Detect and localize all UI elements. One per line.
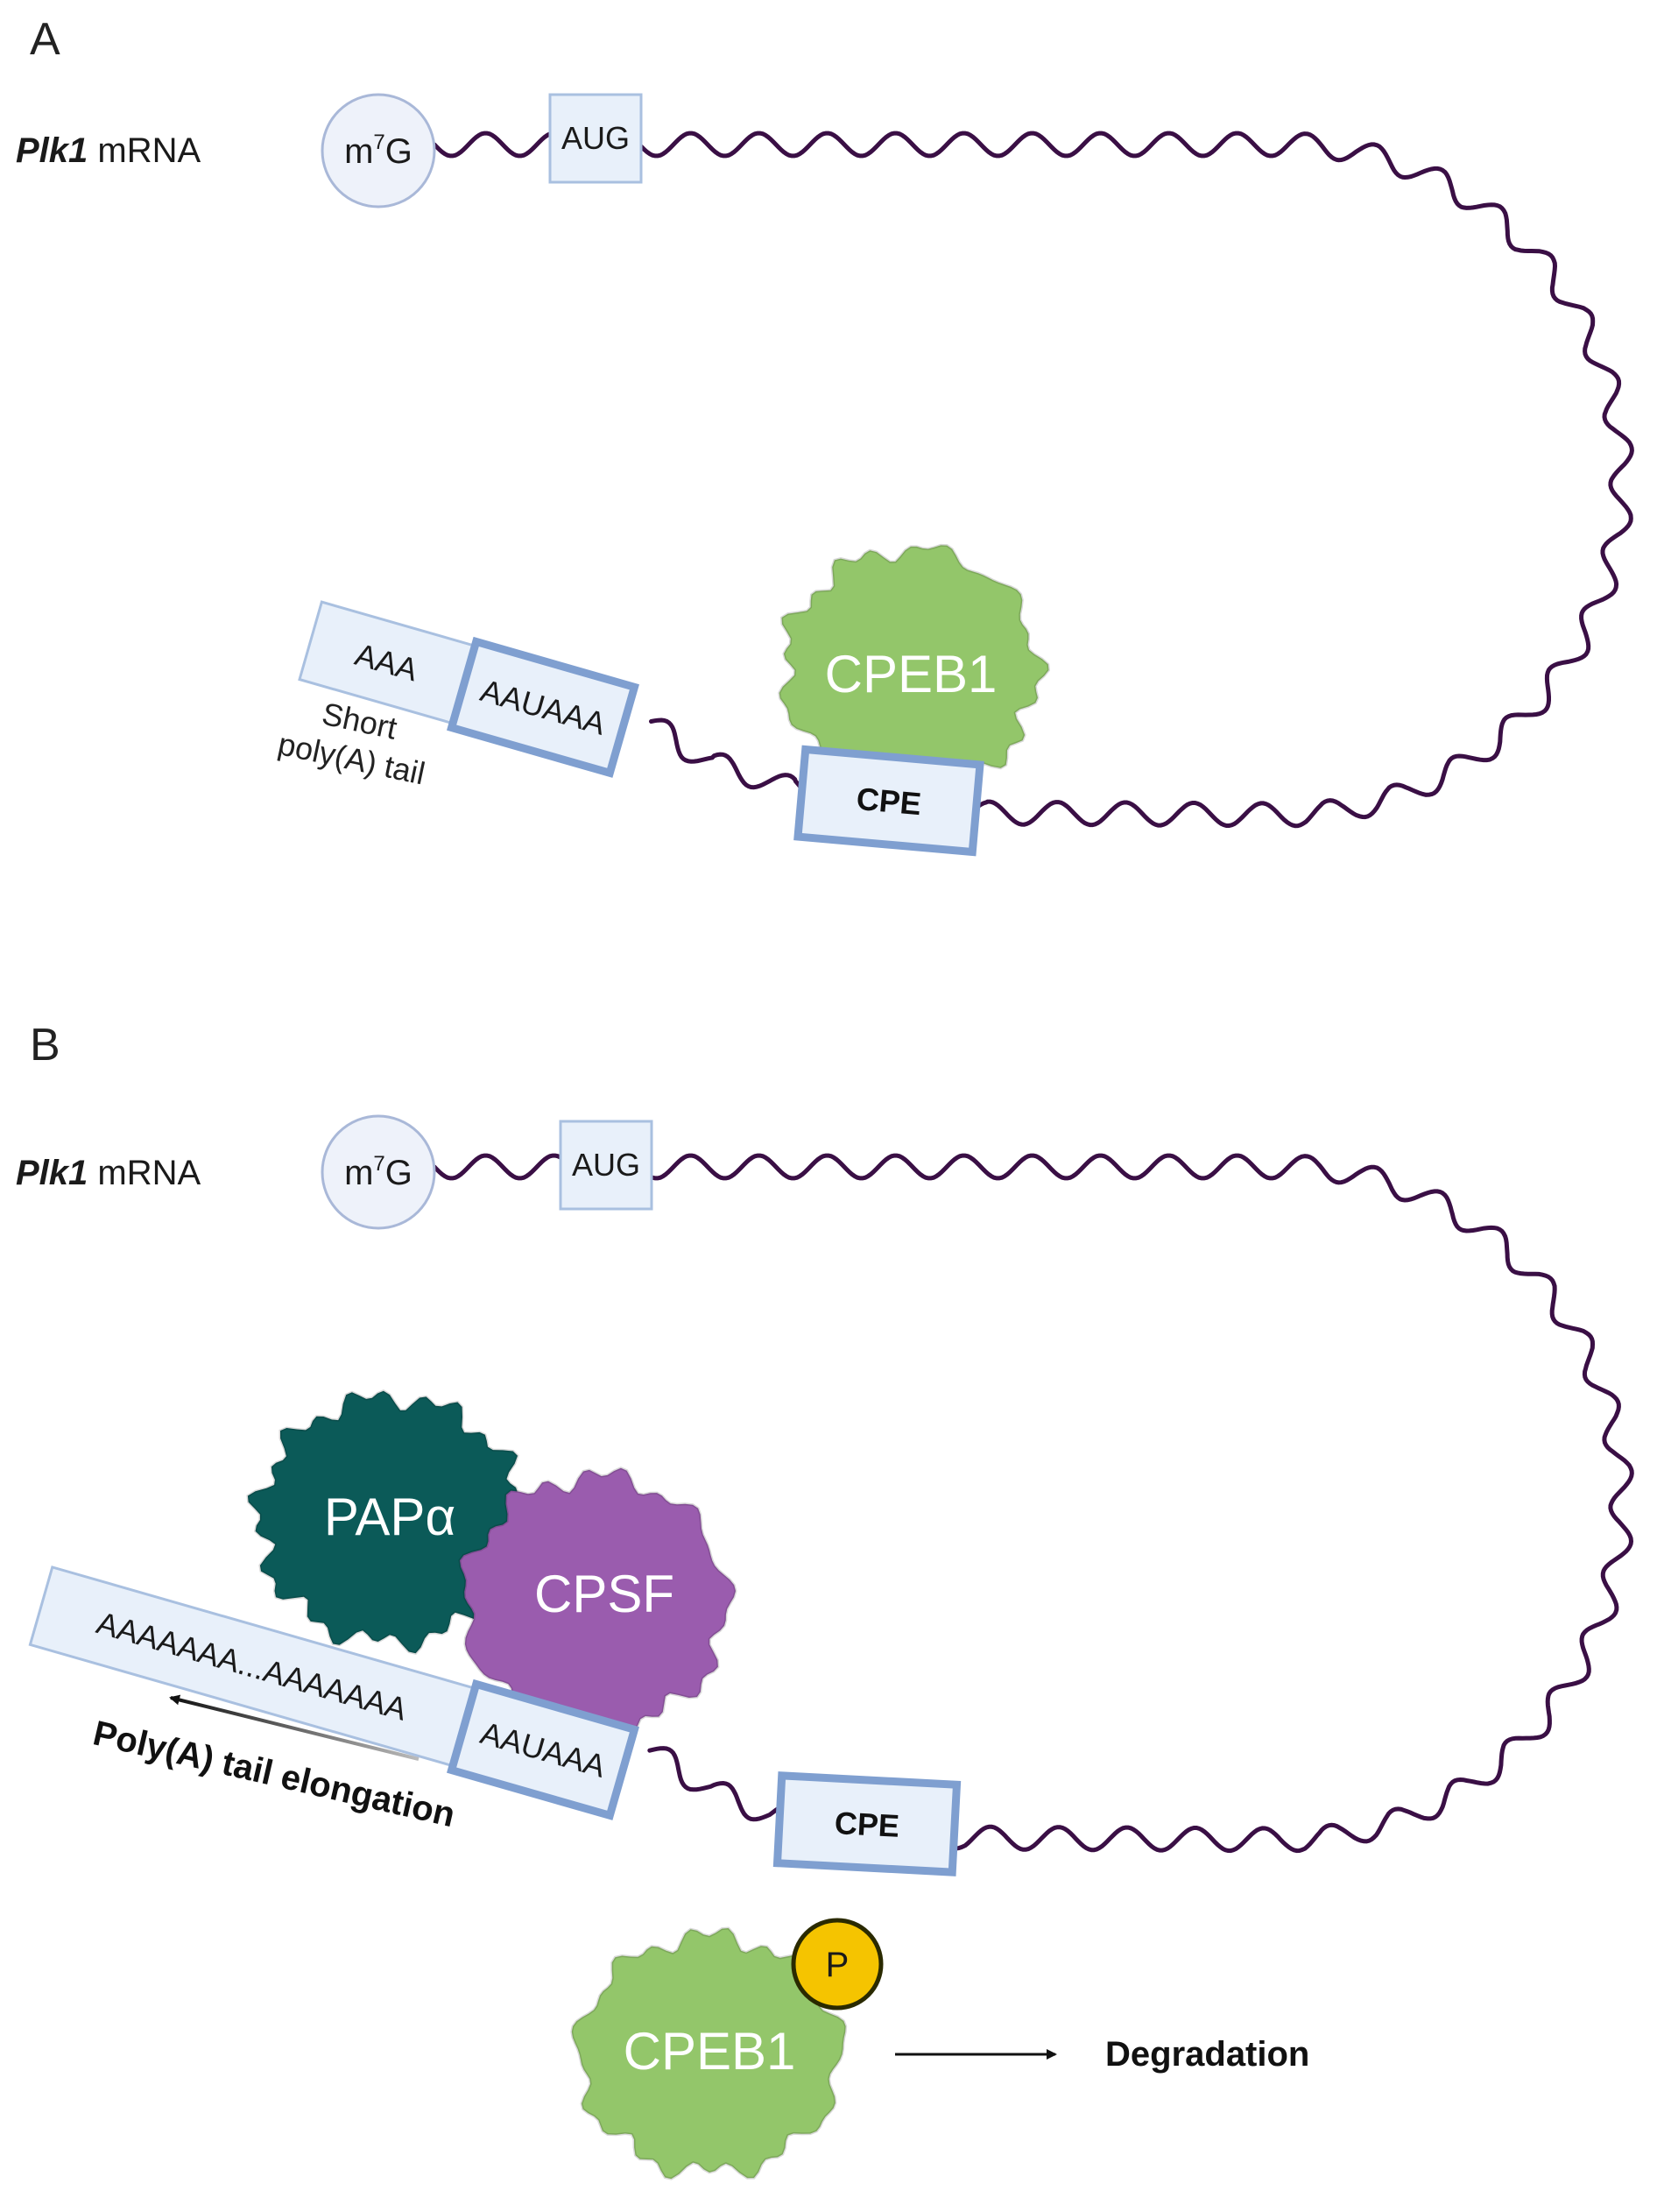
panel-b-cpe-label: CPE (834, 1805, 900, 1844)
panel-b-phosphate-label: P (826, 1946, 850, 1984)
panel-b-mrna-word: mRNA (88, 1154, 201, 1192)
panel-b-cpeb1-label: CPEB1 (624, 2022, 796, 2081)
panel-b-aug-box: AUG (559, 1120, 653, 1211)
panel-b-elongation-arrow (169, 1694, 420, 1761)
panel-b-mrna-strand (432, 1153, 1634, 1854)
panel-b-degradation-caption: Degradation (1105, 2035, 1309, 2074)
panel-a-signal-box (447, 636, 639, 778)
panel-b-gene-name: Plk1 (16, 1154, 88, 1192)
panel-b-signal-box (447, 1678, 639, 1820)
panel-a-gene-name: Plk1 (16, 131, 88, 170)
panel-b-letter: B (30, 1020, 60, 1071)
panel-a-mrna-label: Plk1 mRNA (16, 131, 201, 170)
panel-b-mrna-label: Plk1 mRNA (16, 1154, 201, 1192)
panel-a-3prime-end: AAA AAUAAA (298, 600, 639, 778)
panel-a-cap-label: m7G (344, 131, 412, 171)
panel-b-cpsf-protein: CPSF (458, 1466, 737, 1742)
panel-b-cap-label: m7G (344, 1152, 412, 1192)
panel-b-cpsf-label: CPSF (534, 1565, 674, 1623)
panel-a-cpeb1-protein: CPEB1 (778, 543, 1051, 803)
panel-a: A Plk1 mRNA m7G AUG AAA AAUAAA Short pol… (16, 14, 1634, 857)
panel-a-cpe-label: CPE (855, 781, 922, 822)
panel-a-aug-label: AUG (561, 120, 630, 156)
panel-a-aug-box: AUG (548, 93, 643, 184)
panel-b-papa-label: PAPα (324, 1488, 455, 1546)
panel-a-mrna-strand (432, 131, 1634, 829)
panel-a-mrna-word: mRNA (88, 131, 201, 170)
panel-a-cpe-box: CPE (793, 745, 984, 857)
panel-b: B Plk1 mRNA m7G AUG PAPα CPSF AAAAAAA...… (16, 1020, 1634, 2180)
panel-b-phosphate: P (791, 1918, 884, 2011)
panel-b-cpeb1-protein: CPEB1 (570, 1926, 848, 2180)
panel-a-cpeb1-label: CPEB1 (825, 645, 998, 703)
panel-b-cap: m7G (321, 1114, 436, 1230)
panel-a-letter: A (30, 14, 60, 65)
panel-b-papa-protein: PAPα (246, 1389, 535, 1655)
panel-b-aug-label: AUG (572, 1147, 640, 1183)
panel-b-cpe-box: CPE (772, 1771, 962, 1876)
panel-a-cap: m7G (321, 93, 436, 208)
